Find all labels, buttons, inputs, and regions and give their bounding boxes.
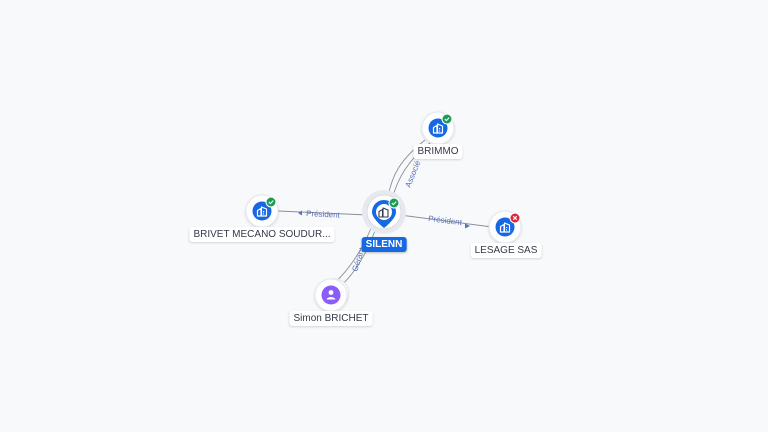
check-badge-icon	[265, 196, 277, 208]
node-label-brimmo[interactable]: BRIMMO	[413, 144, 463, 159]
building-icon	[378, 207, 389, 218]
node-silenn[interactable]	[362, 190, 406, 234]
node-brivet[interactable]	[245, 194, 279, 228]
node-label-lesage[interactable]: LESAGE SAS	[470, 243, 542, 258]
edge-label-lesage: Président	[428, 214, 463, 227]
edge-brivet: Président	[277, 209, 369, 220]
edge-label-brivet: Président	[306, 209, 341, 220]
edge-lesage: Président	[399, 214, 493, 229]
node-lesage[interactable]	[488, 210, 522, 244]
check-badge-icon	[441, 113, 453, 125]
close-badge-icon	[509, 212, 521, 224]
arrow-left-icon	[298, 210, 302, 216]
arrow-right-icon	[465, 223, 470, 229]
node-simon[interactable]	[314, 278, 350, 312]
node-label-brivet[interactable]: BRIVET MECANO SOUDUR...	[189, 227, 335, 242]
node-brimmo[interactable]	[421, 111, 455, 145]
edge-label-brimmo: Associé	[404, 159, 423, 189]
check-badge-icon	[388, 197, 400, 209]
node-label-simon[interactable]: Simon BRICHET	[289, 311, 373, 326]
node-label-silenn[interactable]: SILENN	[361, 237, 407, 252]
person-icon	[326, 290, 336, 300]
